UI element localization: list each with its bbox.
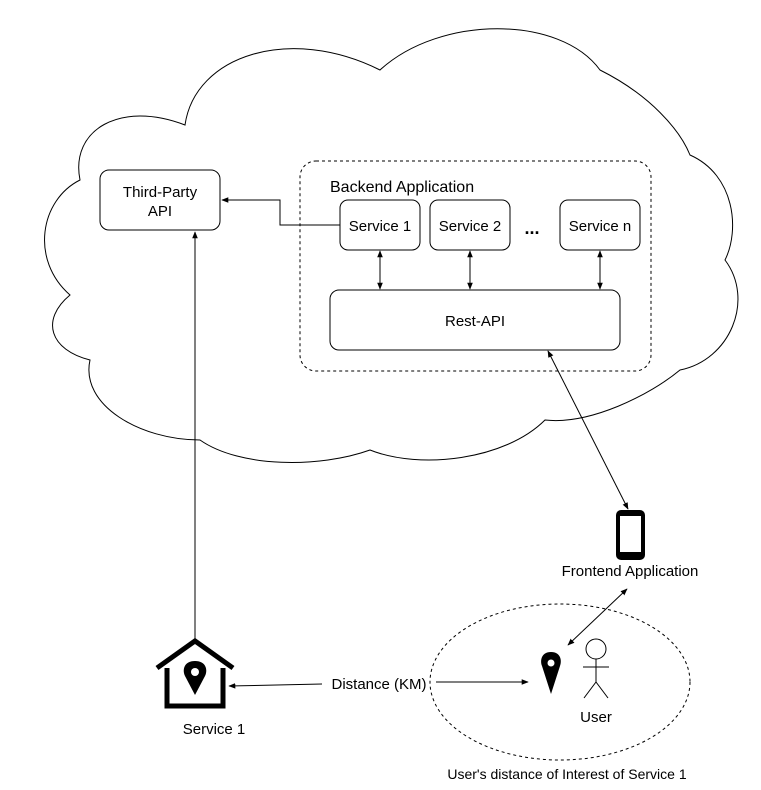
user-interest-area — [429, 603, 691, 761]
third-party-api-box — [99, 169, 221, 231]
backend-application-container — [299, 160, 652, 372]
third-party-api-label-line1: Third-Party — [123, 184, 198, 201]
location-pin-icon — [541, 652, 561, 694]
rest-api-frontend-edge — [547, 350, 629, 510]
service-2-box — [429, 199, 511, 251]
third-party-api-label-line2: API — [148, 203, 172, 220]
house-location-icon — [155, 637, 235, 709]
distance-edge-left — [228, 683, 323, 689]
service-2-label: Service 2 — [439, 218, 502, 235]
user-area-caption: User's distance of Interest of Service 1 — [447, 766, 686, 782]
rest-api-box — [329, 289, 621, 351]
rest-api-label: Rest-API — [445, 313, 505, 330]
service-n-box — [559, 199, 641, 251]
service-1-label: Service 1 — [349, 218, 412, 235]
user-label: User — [580, 709, 612, 726]
service-n-label: Service n — [569, 218, 632, 235]
smartphone-icon — [616, 510, 645, 560]
distance-label: Distance (KM) — [331, 676, 426, 693]
services-ellipsis: ... — [524, 218, 539, 238]
frontend-user-edge — [567, 588, 628, 646]
backend-application-title: Backend Application — [330, 179, 474, 196]
service-1-third-party-edge — [221, 197, 340, 226]
service-1-location-label: Service 1 — [183, 721, 246, 738]
frontend-application-label: Frontend Application — [562, 563, 699, 580]
stick-figure-user-icon — [583, 638, 609, 699]
